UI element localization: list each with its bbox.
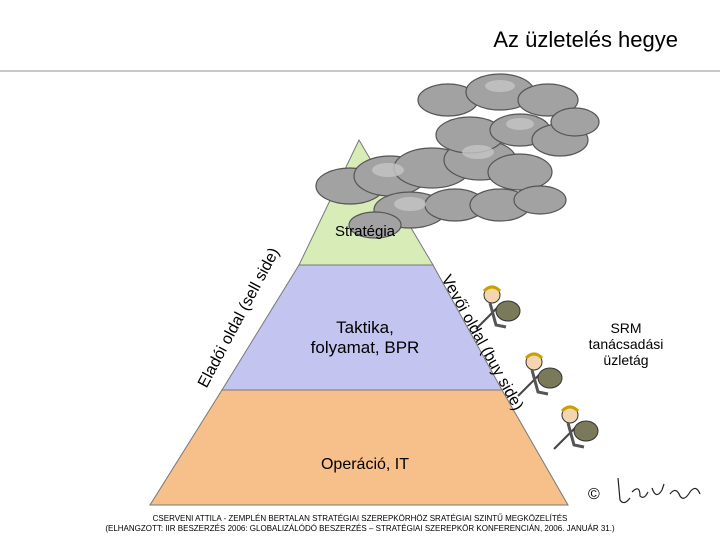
operations-label: Operáció, IT [320,456,410,473]
srm-line1: SRM [610,320,642,336]
strategy-label: Stratégia [334,223,396,240]
page-title: Az üzletelés hegye [493,27,678,52]
climber-icon [475,285,521,330]
climber-icon [517,352,563,397]
title-divider [0,70,720,72]
cloud-highlight [372,80,534,211]
climber-icon [553,405,599,450]
tactics-label: Taktika, folyamat, BPR [290,318,440,358]
footer-citation: CSERVENI ATTILA - ZEMPLÉN BERTALAN STRAT… [0,514,720,534]
srm-label: SRM tanácsadási üzletág [566,320,686,368]
copyright-symbol: © [588,486,600,503]
tactics-label-line2: folyamat, BPR [310,338,420,357]
signature-icon [617,477,701,504]
tactics-label-line1: Taktika, [336,318,394,337]
operations-level [149,389,569,506]
footer-line1: CSERVENI ATTILA - ZEMPLÉN BERTALAN STRAT… [152,514,568,523]
footer-line2: (ELHANGZOTT: IIR BESZERZÉS 2006: GLOBALI… [105,524,615,533]
srm-line2: tanácsadási [588,336,664,352]
srm-line3: üzletág [603,352,649,368]
